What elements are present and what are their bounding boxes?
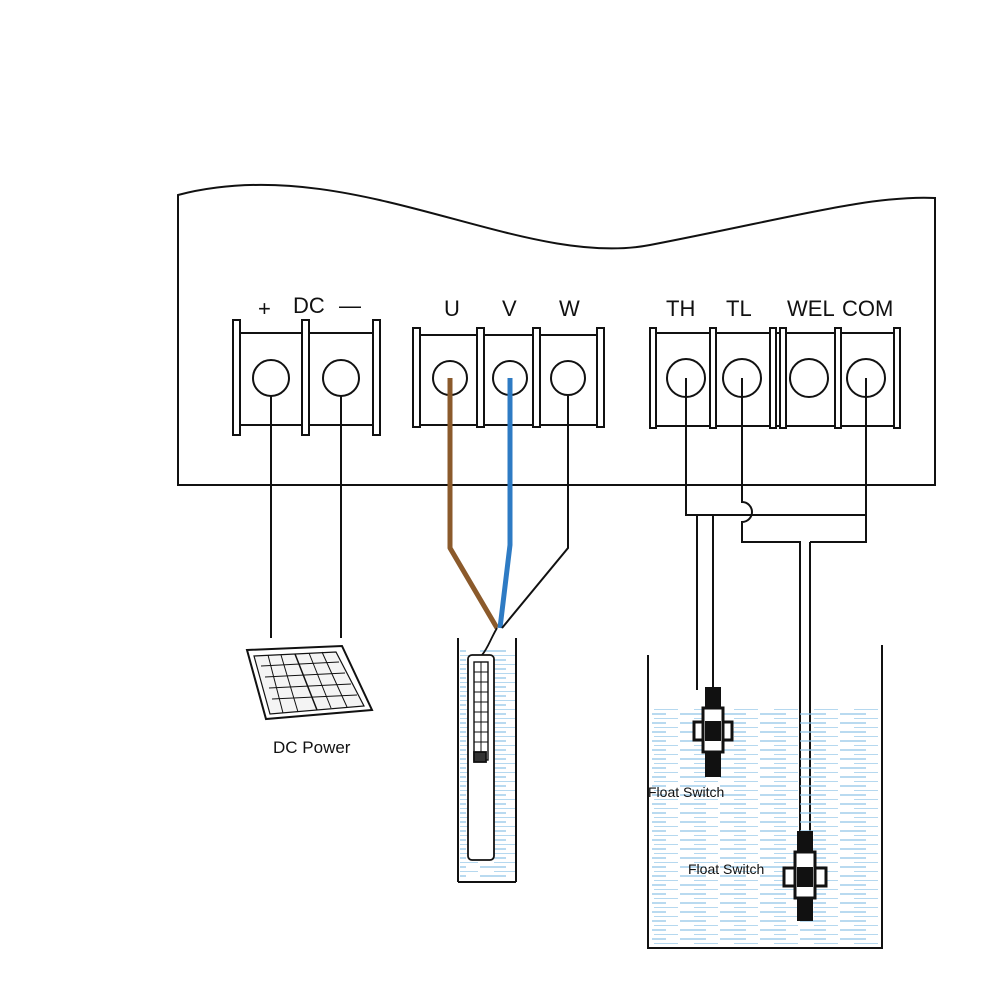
dc-label: DC (293, 293, 325, 318)
wire-w (501, 396, 569, 629)
solar-panel-icon (245, 644, 374, 721)
float-switch-wiring (685, 378, 867, 835)
terminal-u-label: U (444, 296, 460, 321)
terminal-v-label: V (502, 296, 517, 321)
terminal-tl-label: TL (726, 296, 752, 321)
terminal-th-label: TH (666, 296, 695, 321)
water-tank (647, 645, 883, 949)
float-switch-lower-caption: Float Switch (688, 861, 764, 877)
float-switch-icon (782, 831, 828, 921)
dc-power-wires (270, 396, 342, 638)
submersible-pump-icon (467, 627, 498, 861)
dc-minus-label: — (339, 293, 361, 318)
terminal-com-label: COM (842, 296, 893, 321)
terminal-wel-label: WEL (787, 296, 835, 321)
dc-plus-label: + (258, 296, 271, 321)
wire-v (497, 378, 513, 629)
control-terminal-block (649, 327, 901, 429)
float-switch-icon (692, 687, 734, 777)
terminal-w-label: W (559, 296, 580, 321)
dc-power-caption: DC Power (273, 738, 351, 757)
float-switch-upper-caption: Float Switch (648, 784, 724, 800)
wire-u (447, 378, 500, 630)
